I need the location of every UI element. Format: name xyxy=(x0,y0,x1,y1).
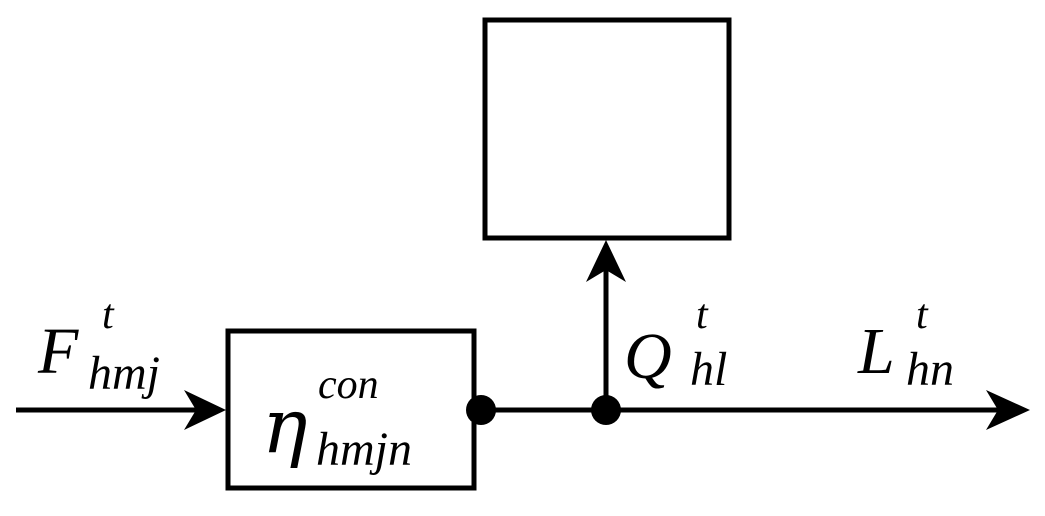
branch-label-sup: t xyxy=(696,292,709,338)
branch-label: Q t hl xyxy=(624,292,727,396)
input-arrowhead-icon xyxy=(184,390,226,430)
converter-output-node xyxy=(466,395,496,425)
branch-label-sub: hl xyxy=(690,343,727,396)
output-label-sub: hn xyxy=(906,343,954,396)
input-label-main: F xyxy=(37,315,79,388)
junction-node xyxy=(591,395,621,425)
converter-label: η con hmjn xyxy=(262,362,412,476)
input-label: F t hmj xyxy=(37,292,160,400)
output-label: L t hn xyxy=(857,292,954,396)
storage-box xyxy=(482,17,732,241)
output-label-sup: t xyxy=(916,292,929,338)
branch-label-main: Q xyxy=(624,320,672,393)
output-arrowhead-icon xyxy=(986,390,1030,430)
converter-label-main: η xyxy=(262,381,308,470)
input-label-sup: t xyxy=(102,292,115,338)
output-label-main: L xyxy=(857,315,895,388)
branch-arrowhead-icon xyxy=(586,240,626,282)
input-label-sub: hmj xyxy=(88,347,160,400)
converter-label-sub: hmjn xyxy=(316,423,412,476)
converter-label-sup: con xyxy=(318,362,379,408)
